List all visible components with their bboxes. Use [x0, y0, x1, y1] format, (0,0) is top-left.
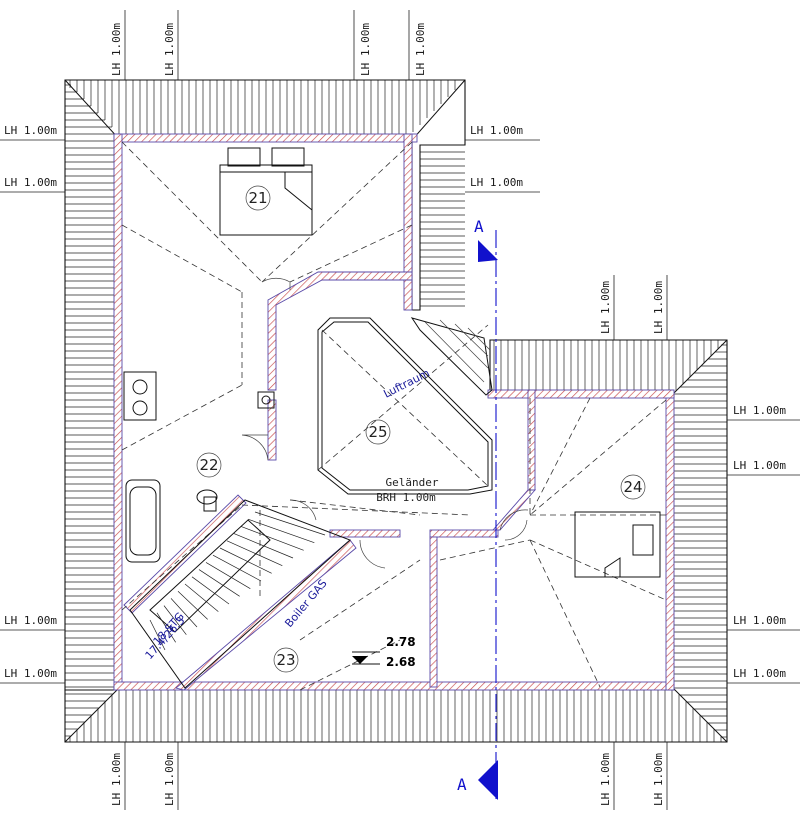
lh-label-right-3: LH 1.00m: [733, 614, 786, 627]
lh-label-right-2: LH 1.00m: [733, 459, 786, 472]
lh-label-bottom-2: LH 1.00m: [163, 753, 176, 806]
lh-label-top-4: LH 1.00m: [414, 23, 427, 76]
lh-label-right-up-1: LH 1.00m: [599, 281, 612, 334]
lh-label-bottom-3: LH 1.00m: [599, 753, 612, 806]
bed-24: [574, 511, 661, 578]
lh-label-mid-2: LH 1.00m: [470, 176, 523, 189]
section-marker-bottom: A: [457, 775, 467, 794]
section-line: A A: [457, 217, 498, 800]
elevation-lower: 2.68: [386, 655, 416, 669]
void-luftraum: [317, 317, 493, 495]
section-marker-top: A: [474, 217, 484, 236]
roof-slope-lines: [121, 141, 667, 691]
room-23: 23: [276, 651, 295, 669]
lh-label-left-4: LH 1.00m: [4, 667, 57, 680]
elevation-marker-icon: [352, 656, 368, 664]
lh-label-right-1: LH 1.00m: [733, 404, 786, 417]
roof-overhang: [65, 80, 727, 742]
lh-label-left-3: LH 1.00m: [4, 614, 57, 627]
lh-label-left-1: LH 1.00m: [4, 124, 57, 137]
lh-label-bottom-4: LH 1.00m: [652, 753, 665, 806]
section-arrow-bottom-icon: [478, 760, 498, 800]
bathroom-fixtures: [123, 371, 275, 563]
stair-opening: [410, 317, 493, 396]
room-labels: 21 22 23 24 25: [196, 185, 646, 673]
elevation-upper: 2.78: [386, 635, 416, 649]
luftraum-label: Luftraum: [381, 366, 431, 400]
gelaender-label: Geländer: [386, 476, 439, 489]
lh-label-top-3: LH 1.00m: [359, 23, 372, 76]
lh-label-top-2: LH 1.00m: [163, 23, 176, 76]
doors: [241, 277, 529, 569]
dimension-lines: [0, 10, 800, 810]
brh-label: BRH 1.00m: [376, 491, 436, 504]
walls: [113, 133, 675, 691]
lh-label-top-1: LH 1.00m: [110, 23, 123, 76]
section-arrow-top-icon: [478, 240, 498, 262]
lh-labels: LH 1.00m LH 1.00m LH 1.00m LH 1.00m LH 1…: [4, 23, 786, 806]
lh-label-right-4: LH 1.00m: [733, 667, 786, 680]
room-22: 22: [199, 456, 218, 474]
room-24: 24: [623, 478, 642, 496]
staircase: [129, 499, 351, 689]
bed-21: [219, 147, 313, 236]
lh-label-mid-1: LH 1.00m: [470, 124, 523, 137]
room-25: 25: [368, 423, 387, 441]
lh-label-bottom-1: LH 1.00m: [110, 753, 123, 806]
lh-label-right-up-2: LH 1.00m: [652, 281, 665, 334]
room-21: 21: [248, 189, 267, 207]
lh-label-left-2: LH 1.00m: [4, 176, 57, 189]
